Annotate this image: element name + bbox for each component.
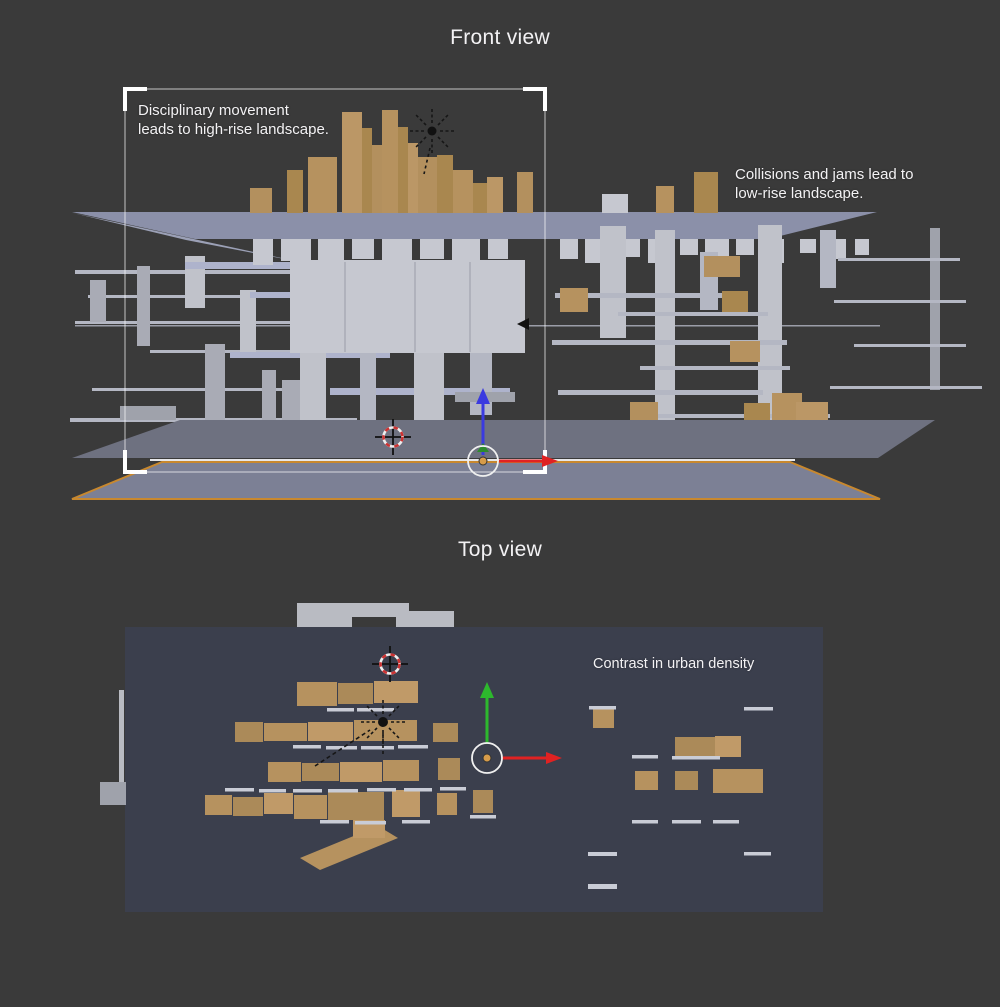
origin-point-icon[interactable] xyxy=(467,445,499,477)
top-dense-cluster[interactable] xyxy=(205,681,493,870)
annotation-low-rise-line1: Collisions and jams lead to xyxy=(735,166,914,183)
x-axis-arrow-icon[interactable] xyxy=(502,752,562,764)
top-outside-slabs xyxy=(100,603,454,805)
top-viewport[interactable] xyxy=(100,603,823,912)
front-upper-plane[interactable] xyxy=(72,212,877,262)
3d-cursor-icon[interactable] xyxy=(372,646,408,682)
3d-cursor-icon[interactable] xyxy=(375,419,411,455)
top-gizmo xyxy=(471,682,562,774)
annotation-density: Contrast in urban density xyxy=(593,656,755,672)
top-view-title: Top view xyxy=(457,538,543,561)
top-view-panel[interactable] xyxy=(125,627,823,912)
selected-ground-outline xyxy=(71,461,881,500)
sun-lamp-icon[interactable] xyxy=(410,109,454,175)
front-high-rise-cluster[interactable] xyxy=(250,110,718,213)
y-axis-arrow-icon[interactable] xyxy=(480,682,494,744)
origin-point-icon[interactable] xyxy=(471,742,503,774)
x-axis-arrow-icon[interactable] xyxy=(499,455,558,467)
empty-arrow-icon xyxy=(517,318,529,330)
annotation-high-rise-line1: Disciplinary movement xyxy=(138,102,289,119)
front-center-structure[interactable] xyxy=(253,239,525,458)
y-axis-arrow-icon[interactable] xyxy=(477,443,489,452)
top-road-segments xyxy=(225,706,773,889)
front-viewport[interactable] xyxy=(70,87,982,500)
front-right-structure[interactable] xyxy=(552,194,982,437)
annotation-low-rise-line2: low-rise landscape. xyxy=(735,185,864,202)
annotation-high-rise: Disciplinary movement leads to high-rise… xyxy=(138,101,329,139)
front-gizmo xyxy=(467,388,558,477)
front-view-title: Front view xyxy=(450,26,550,49)
annotation-high-rise-line2: leads to high-rise landscape. xyxy=(138,121,329,138)
annotation-low-rise: Collisions and jams lead to low-rise lan… xyxy=(735,165,913,203)
top-sparse-cluster[interactable] xyxy=(593,709,763,793)
sun-lamp-icon[interactable] xyxy=(314,700,405,767)
front-ground-plane[interactable] xyxy=(71,420,935,500)
